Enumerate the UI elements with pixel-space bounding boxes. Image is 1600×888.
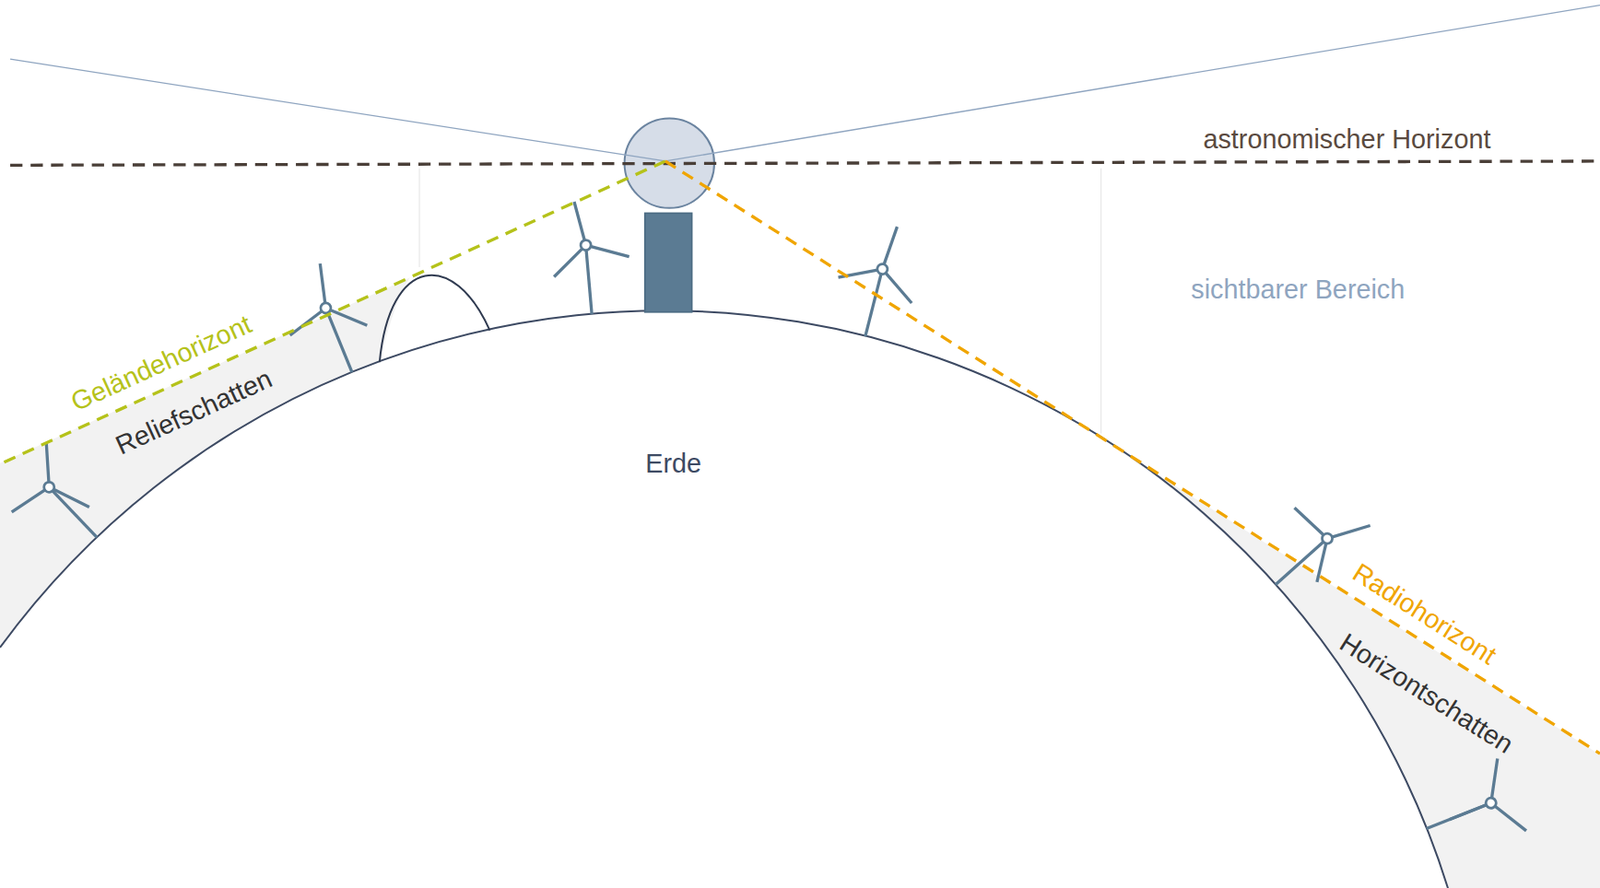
wind-turbines: [0, 197, 1527, 865]
turbine-blade: [1448, 803, 1491, 821]
view-line: [10, 58, 666, 162]
turbine-blade: [325, 295, 367, 338]
guide-line: [1100, 168, 1102, 435]
guide-line: [418, 168, 420, 268]
wind-turbine: [825, 215, 930, 346]
hill: [379, 275, 491, 363]
earth-label: Erde: [645, 449, 702, 480]
turbine-tower: [865, 269, 883, 337]
horizon-label: astronomischer Horizont: [1202, 125, 1491, 155]
turbine-blade: [1327, 511, 1371, 553]
turbine-hub: [580, 239, 592, 251]
wind-turbine: [547, 197, 634, 318]
view-line: [665, 5, 1600, 162]
turbine-blade: [309, 263, 337, 308]
turbine-blade: [1299, 539, 1344, 583]
radar-tower: [645, 212, 693, 312]
turbine-tower: [1426, 803, 1492, 830]
turbine-tower: [48, 487, 97, 539]
turbine-hub: [1319, 531, 1335, 547]
wind-turbine: [1411, 758, 1527, 865]
wind-turbine: [269, 256, 382, 389]
turbine-hub: [1484, 797, 1498, 811]
earth-surface: [0, 310, 1448, 888]
wind-turbine: [0, 442, 118, 568]
turbine-hub: [876, 262, 889, 275]
horizon-shadow-area: [1102, 439, 1600, 888]
relief-shadow-area: [0, 277, 411, 648]
turbine-blade: [48, 476, 90, 518]
radio-horizon-line: [665, 161, 1600, 754]
turbine-blade: [1476, 758, 1512, 803]
astronomical-horizon-line: [10, 161, 1600, 165]
area-label: sichtbarer Bereich: [1190, 275, 1405, 306]
turbine-hub: [41, 480, 57, 495]
turbine-tower: [586, 245, 593, 315]
terrain-horizon-line: [0, 161, 666, 465]
turbine-blade: [586, 241, 630, 261]
